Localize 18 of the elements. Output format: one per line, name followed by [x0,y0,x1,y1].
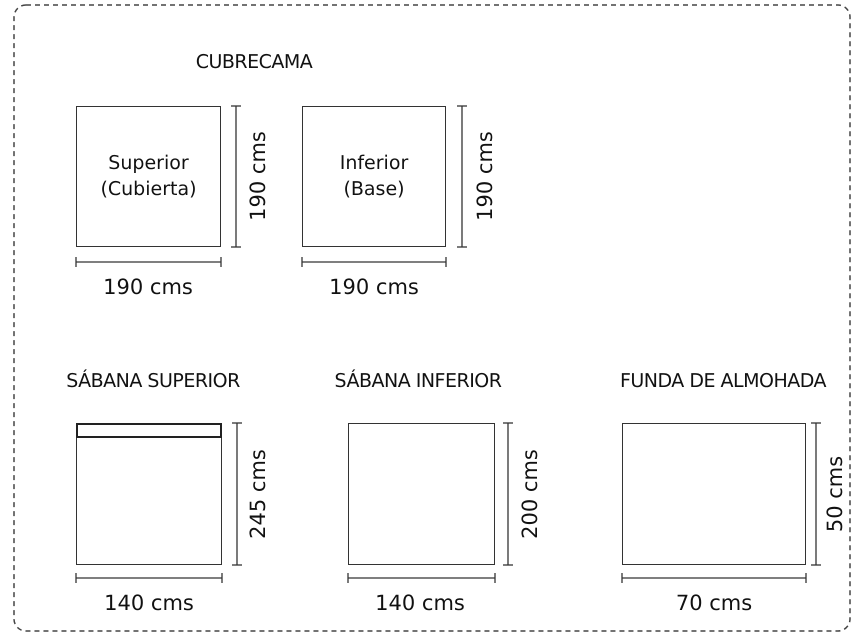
panel-outline [76,106,221,247]
dimension-label: 190 cms [103,275,193,299]
dimension-label: 140 cms [104,591,194,615]
panel-label: Superior (Cubierta) [99,150,198,202]
section-heading: SÁBANA INFERIOR [334,370,502,392]
dimension-label: 190 cms [329,275,419,299]
dimension-label: 200 cms [518,449,542,539]
dimension-label: 190 cms [473,131,497,221]
group-heading: CUBRECAMA [196,51,312,73]
dimension-label: 245 cms [246,449,270,539]
panel-label: Inferior (Base) [338,150,410,202]
dimension-label: 140 cms [375,591,465,615]
section-heading: FUNDA DE ALMOHADA [620,370,826,392]
dimension-label: 50 cms [823,456,847,532]
section-heading: SÁBANA SUPERIOR [66,370,240,392]
panel-outline [302,106,446,247]
dimension-label: 70 cms [676,591,752,615]
dimension-label: 190 cms [246,131,270,221]
